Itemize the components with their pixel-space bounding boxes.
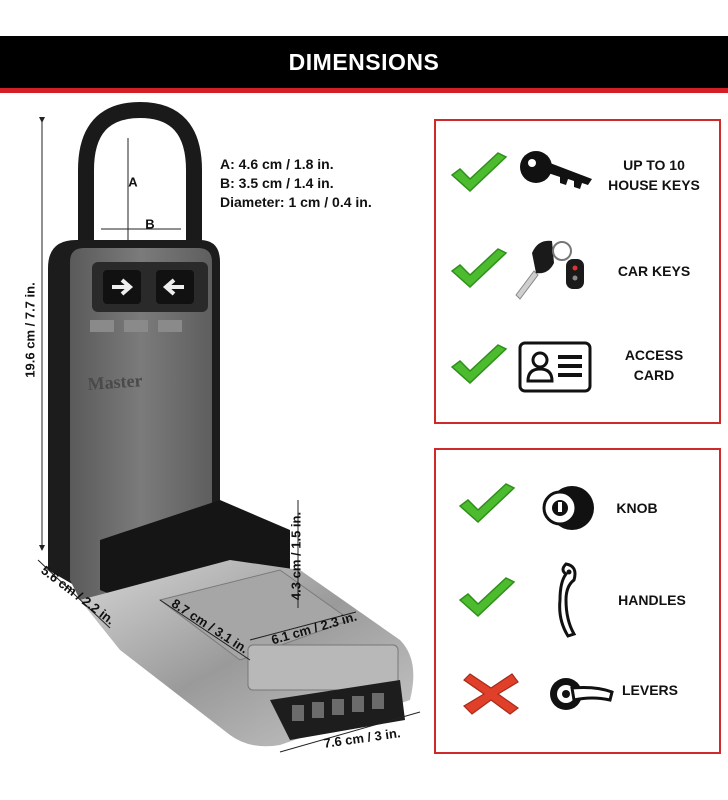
spec-shackle-b: B: 3.5 cm / 1.4 in. [220, 175, 334, 191]
access-card-label: ACCESS CARD [598, 345, 710, 385]
capacity-row-access-card: ACCESS CARD [436, 327, 719, 407]
house-keys-label: UP TO 10 HOUSE KEYS [598, 155, 710, 195]
fit-row-levers: LEVERS [436, 656, 719, 736]
capacity-panel: UP TO 10 HOUSE KEYS CAR KEYS [434, 119, 721, 424]
inner-height-dimension: 4.3 cm / 1.5 in. [288, 511, 304, 601]
house-keys-label-line1: UP TO 10 [623, 157, 685, 173]
check-icon [450, 248, 508, 289]
header-title: DIMENSIONS [288, 48, 440, 75]
dimensions-header: DIMENSIONS [0, 36, 728, 88]
shackle-b-marker: B [145, 216, 155, 232]
height-dimension: 19.6 cm / 7.7 in. [22, 282, 38, 378]
capacity-row-car-keys: CAR KEYS [436, 231, 719, 311]
spec-shackle-a: A: 4.6 cm / 1.8 in. [220, 156, 334, 172]
spec-diameter: Diameter: 1 cm / 0.4 in. [220, 194, 372, 210]
cross-icon [463, 673, 520, 715]
shackle [78, 101, 202, 252]
door-knob-icon [542, 486, 594, 530]
header-red-stripe [0, 88, 728, 93]
shackle-specs: A: 4.6 cm / 1.8 in. B: 3.5 cm / 1.4 in. … [220, 155, 372, 212]
svg-text:Master: Master [87, 370, 143, 394]
shackle-a-marker: A [128, 174, 138, 190]
house-keys-label-line2: HOUSE KEYS [608, 177, 700, 193]
handles-label: HANDLES [618, 592, 686, 608]
check-icon [450, 344, 508, 385]
car-keys-label: CAR KEYS [617, 263, 691, 279]
access-card-icon [518, 341, 592, 393]
door-handle-icon [558, 562, 577, 638]
check-icon [458, 483, 516, 524]
access-card-label-line2: CARD [633, 367, 675, 383]
knob-label: KNOB [616, 500, 658, 516]
check-icon [458, 577, 516, 618]
door-lever-icon [550, 678, 614, 710]
fit-row-handles: HANDLES [436, 560, 719, 640]
car-key-icon [515, 240, 584, 300]
check-icon [450, 152, 508, 193]
capacity-row-house-keys: UP TO 10 HOUSE KEYS [436, 137, 719, 217]
access-card-label-line1: ACCESS [624, 347, 684, 363]
house-key-icon [520, 151, 592, 189]
fit-row-knob: KNOB [436, 468, 719, 548]
levers-label: LEVERS [621, 682, 678, 698]
lock-box-illustration: Master [37, 101, 421, 753]
door-hardware-panel: KNOB HANDLES LEVERS [434, 448, 721, 754]
